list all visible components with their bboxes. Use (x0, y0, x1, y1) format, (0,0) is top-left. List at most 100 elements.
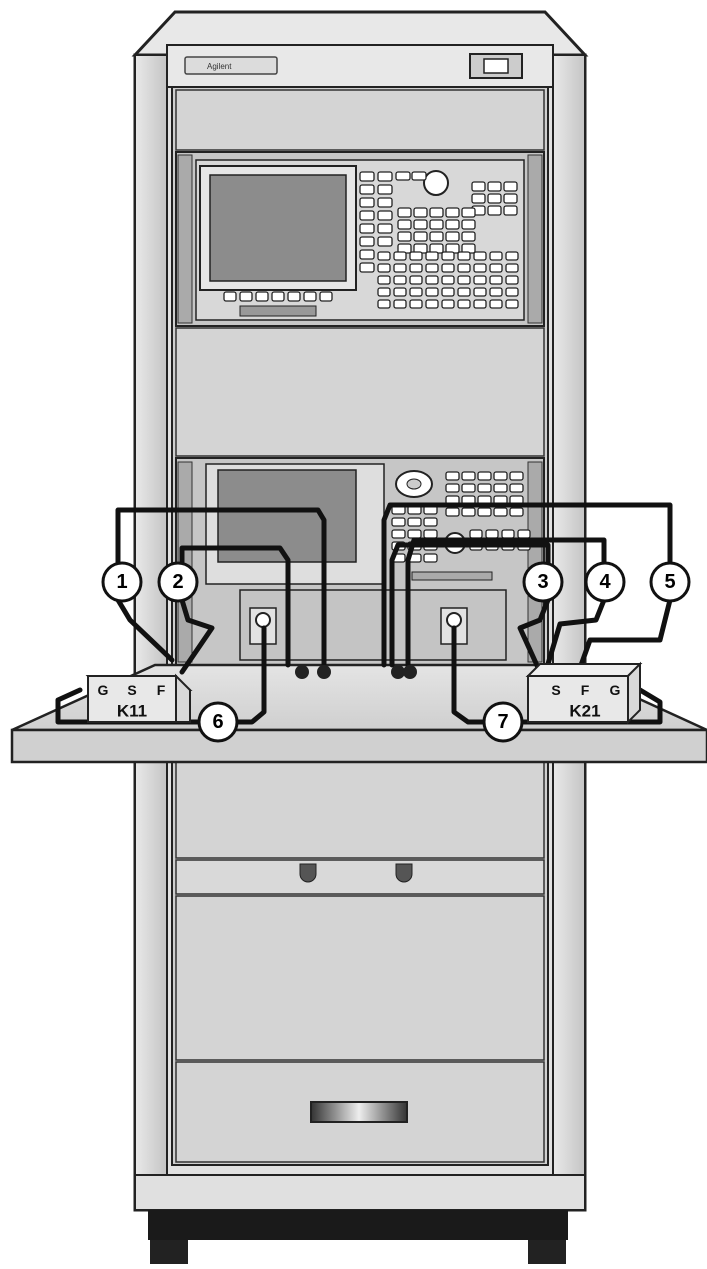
analyzer-key[interactable] (441, 263, 455, 273)
switch-key[interactable] (493, 471, 508, 481)
switch-key[interactable] (493, 507, 508, 517)
switch-key[interactable] (461, 507, 476, 517)
analyzer-key[interactable] (489, 263, 503, 273)
analyzer-key[interactable] (397, 231, 412, 242)
analyzer-softkey[interactable] (359, 210, 375, 221)
analyzer-key[interactable] (489, 251, 503, 261)
analyzer-key[interactable] (457, 263, 471, 273)
analyzer-softkey[interactable] (223, 291, 237, 302)
analyzer-key[interactable] (413, 207, 428, 218)
analyzer-key[interactable] (409, 299, 423, 309)
analyzer-key[interactable] (377, 263, 391, 273)
analyzer-softkey[interactable] (359, 184, 375, 195)
analyzer-softkey[interactable] (377, 223, 393, 234)
analyzer-key[interactable] (409, 287, 423, 297)
port-left-connector[interactable] (255, 612, 271, 628)
drawer-knob-left[interactable] (299, 863, 317, 883)
analyzer-key[interactable] (397, 219, 412, 230)
switch-key[interactable] (509, 471, 524, 481)
analyzer-key[interactable] (489, 275, 503, 285)
analyzer-key[interactable] (461, 219, 476, 230)
analyzer-softkey[interactable] (287, 291, 301, 302)
analyzer-key[interactable] (413, 231, 428, 242)
switch-key[interactable] (445, 483, 460, 493)
switch-key[interactable] (517, 529, 531, 539)
analyzer-key[interactable] (487, 181, 502, 192)
analyzer-key[interactable] (393, 275, 407, 285)
analyzer-key[interactable] (377, 251, 391, 261)
analyzer-key[interactable] (503, 193, 518, 204)
analyzer-key[interactable] (425, 263, 439, 273)
switch-nav-center[interactable] (406, 478, 422, 490)
analyzer-key[interactable] (489, 287, 503, 297)
analyzer-key[interactable] (409, 263, 423, 273)
analyzer-key[interactable] (397, 207, 412, 218)
analyzer-key[interactable] (395, 171, 411, 181)
analyzer-softkey[interactable] (359, 171, 375, 182)
analyzer-key[interactable] (487, 205, 502, 216)
analyzer-key[interactable] (377, 299, 391, 309)
switch-key[interactable] (469, 529, 483, 539)
analyzer-key[interactable] (429, 207, 444, 218)
drawer-knob-right[interactable] (395, 863, 413, 883)
switch-key[interactable] (509, 507, 524, 517)
analyzer-key[interactable] (409, 251, 423, 261)
switch-key[interactable] (485, 529, 499, 539)
analyzer-key[interactable] (505, 251, 519, 261)
analyzer-key[interactable] (471, 193, 486, 204)
analyzer-key[interactable] (505, 263, 519, 273)
switch-key[interactable] (391, 529, 406, 539)
analyzer-softkey[interactable] (319, 291, 333, 302)
analyzer-softkey[interactable] (359, 236, 375, 247)
switch-key[interactable] (477, 483, 492, 493)
analyzer-softkey[interactable] (359, 223, 375, 234)
switch-key[interactable] (423, 553, 438, 563)
analyzer-softkey[interactable] (303, 291, 317, 302)
analyzer-softkey[interactable] (359, 262, 375, 273)
analyzer-key[interactable] (473, 287, 487, 297)
analyzer-key[interactable] (425, 275, 439, 285)
analyzer-key[interactable] (413, 219, 428, 230)
analyzer-softkey[interactable] (377, 210, 393, 221)
switch-key[interactable] (423, 529, 438, 539)
analyzer-softkey[interactable] (377, 236, 393, 247)
analyzer-key[interactable] (505, 287, 519, 297)
switch-key[interactable] (461, 471, 476, 481)
analyzer-key[interactable] (461, 207, 476, 218)
analyzer-key[interactable] (473, 251, 487, 261)
analyzer-softkey[interactable] (377, 184, 393, 195)
analyzer-key[interactable] (489, 299, 503, 309)
analyzer-key[interactable] (441, 251, 455, 261)
analyzer-key[interactable] (445, 207, 460, 218)
analyzer-key[interactable] (393, 251, 407, 261)
analyzer-softkey[interactable] (359, 249, 375, 260)
analyzer-key[interactable] (377, 287, 391, 297)
analyzer-keypad[interactable] (223, 171, 519, 309)
analyzer-key[interactable] (473, 263, 487, 273)
switch-key[interactable] (423, 517, 438, 527)
analyzer-key[interactable] (393, 263, 407, 273)
analyzer-key[interactable] (461, 231, 476, 242)
analyzer-knob[interactable] (423, 170, 449, 196)
analyzer-key[interactable] (393, 287, 407, 297)
analyzer-key[interactable] (377, 275, 391, 285)
switch-key[interactable] (445, 471, 460, 481)
analyzer-key[interactable] (473, 299, 487, 309)
analyzer-key[interactable] (445, 219, 460, 230)
analyzer-softkey[interactable] (255, 291, 269, 302)
analyzer-key[interactable] (457, 287, 471, 297)
switch-key[interactable] (391, 517, 406, 527)
analyzer-key[interactable] (505, 275, 519, 285)
analyzer-key[interactable] (503, 205, 518, 216)
analyzer-key[interactable] (425, 299, 439, 309)
analyzer-key[interactable] (409, 275, 423, 285)
analyzer-key[interactable] (411, 171, 427, 181)
analyzer-key[interactable] (457, 251, 471, 261)
analyzer-key[interactable] (425, 251, 439, 261)
analyzer-key[interactable] (471, 181, 486, 192)
port-right-connector[interactable] (446, 612, 462, 628)
analyzer-key[interactable] (425, 287, 439, 297)
analyzer-key[interactable] (505, 299, 519, 309)
analyzer-key[interactable] (441, 299, 455, 309)
analyzer-softkey[interactable] (359, 197, 375, 208)
